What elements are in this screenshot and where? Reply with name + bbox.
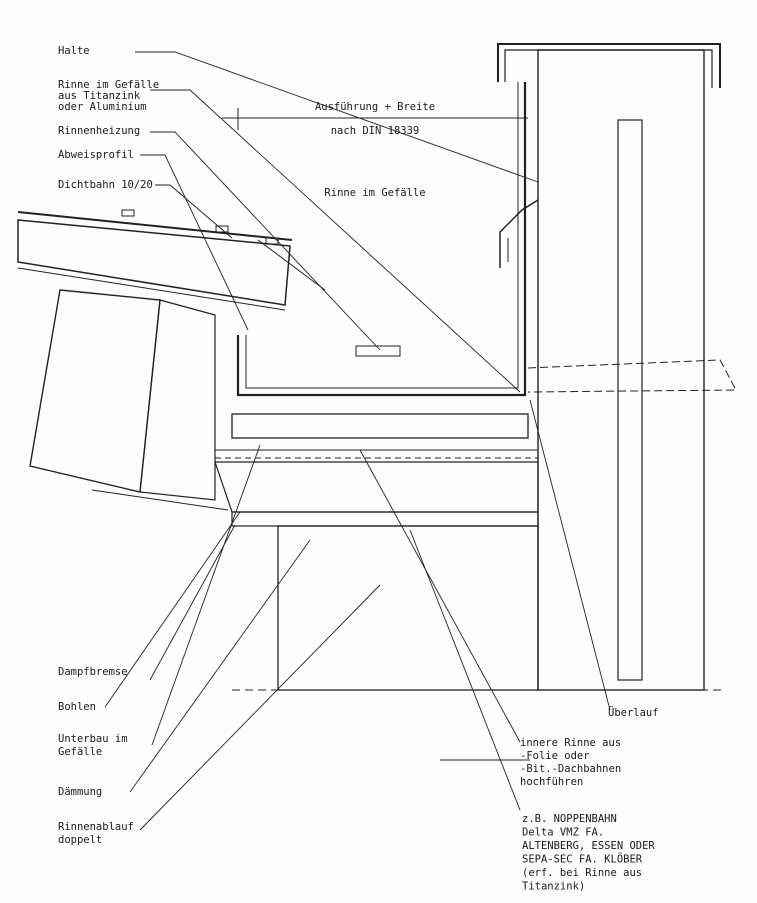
gutter-substrate (214, 413, 539, 527)
bottom-left-label-4-line-1: Dämmung (58, 786, 102, 798)
leader-lines (104, 51, 611, 831)
inner-gutter-note-line-3: -Bit.-Dachbahnen (520, 763, 621, 775)
inner-gutter-note-line-1: innere Rinne aus (520, 737, 621, 749)
bottom-left-label-3-line-1: Unterbau im (58, 733, 128, 745)
execution-label: Ausführung + Breite (315, 101, 435, 113)
product-note-line-6: Titanzink) (522, 881, 585, 893)
roof-build-up (17, 209, 293, 511)
din-label: nach DIN 18339 (331, 125, 420, 137)
product-note-line-5: (erf. bei Rinne aus (522, 867, 642, 879)
overflow-label: Überlauf (608, 706, 659, 719)
product-note-line-1: z.B. NOPPENBAHN (522, 813, 617, 825)
bottom-left-label-3-line-2: Gefälle (58, 746, 102, 758)
left-label-4-line-1: Abweisprofil (58, 149, 134, 161)
masonry-wall (537, 49, 705, 691)
inner-gutter-note-line-2: -Folie oder (520, 750, 590, 762)
overflow-pipe (527, 359, 737, 393)
bottom-left-label-1-line-1: Dampfbremse (58, 666, 128, 678)
gutter-slope-label: Rinne im Gefälle (324, 187, 425, 199)
bottom-left-label-2-line-1: Bohlen (58, 701, 96, 713)
bottom-left-label-5-line-2: doppelt (58, 834, 102, 846)
left-label-2-line-2: aus Titanzink (58, 90, 141, 102)
product-note-line-2: Delta VMZ FA. (522, 827, 604, 839)
left-label-2-line-3: oder Aluminium (58, 101, 147, 113)
gutter-hanger (499, 199, 539, 268)
left-label-5-line-1: Dichtbahn 10/20 (58, 179, 153, 191)
support-wall (232, 525, 724, 691)
inner-gutter (236, 82, 527, 397)
parapet-coping (497, 43, 721, 88)
dimension-line (222, 108, 528, 130)
left-label-2-line-1: Rinne im Gefälle (58, 79, 159, 91)
bottom-left-label-5-line-1: Rinnenablauf (58, 821, 134, 833)
left-label-3-line-1: Rinnenheizung (58, 125, 140, 137)
product-note-line-4: SEPA-SEC FA. KLÖBER (522, 853, 643, 866)
left-label-1-line-1: Halte (58, 45, 90, 57)
product-note-line-3: ALTENBERG, ESSEN ODER (522, 840, 655, 852)
inner-gutter-note-line-4: hochführen (520, 776, 583, 788)
